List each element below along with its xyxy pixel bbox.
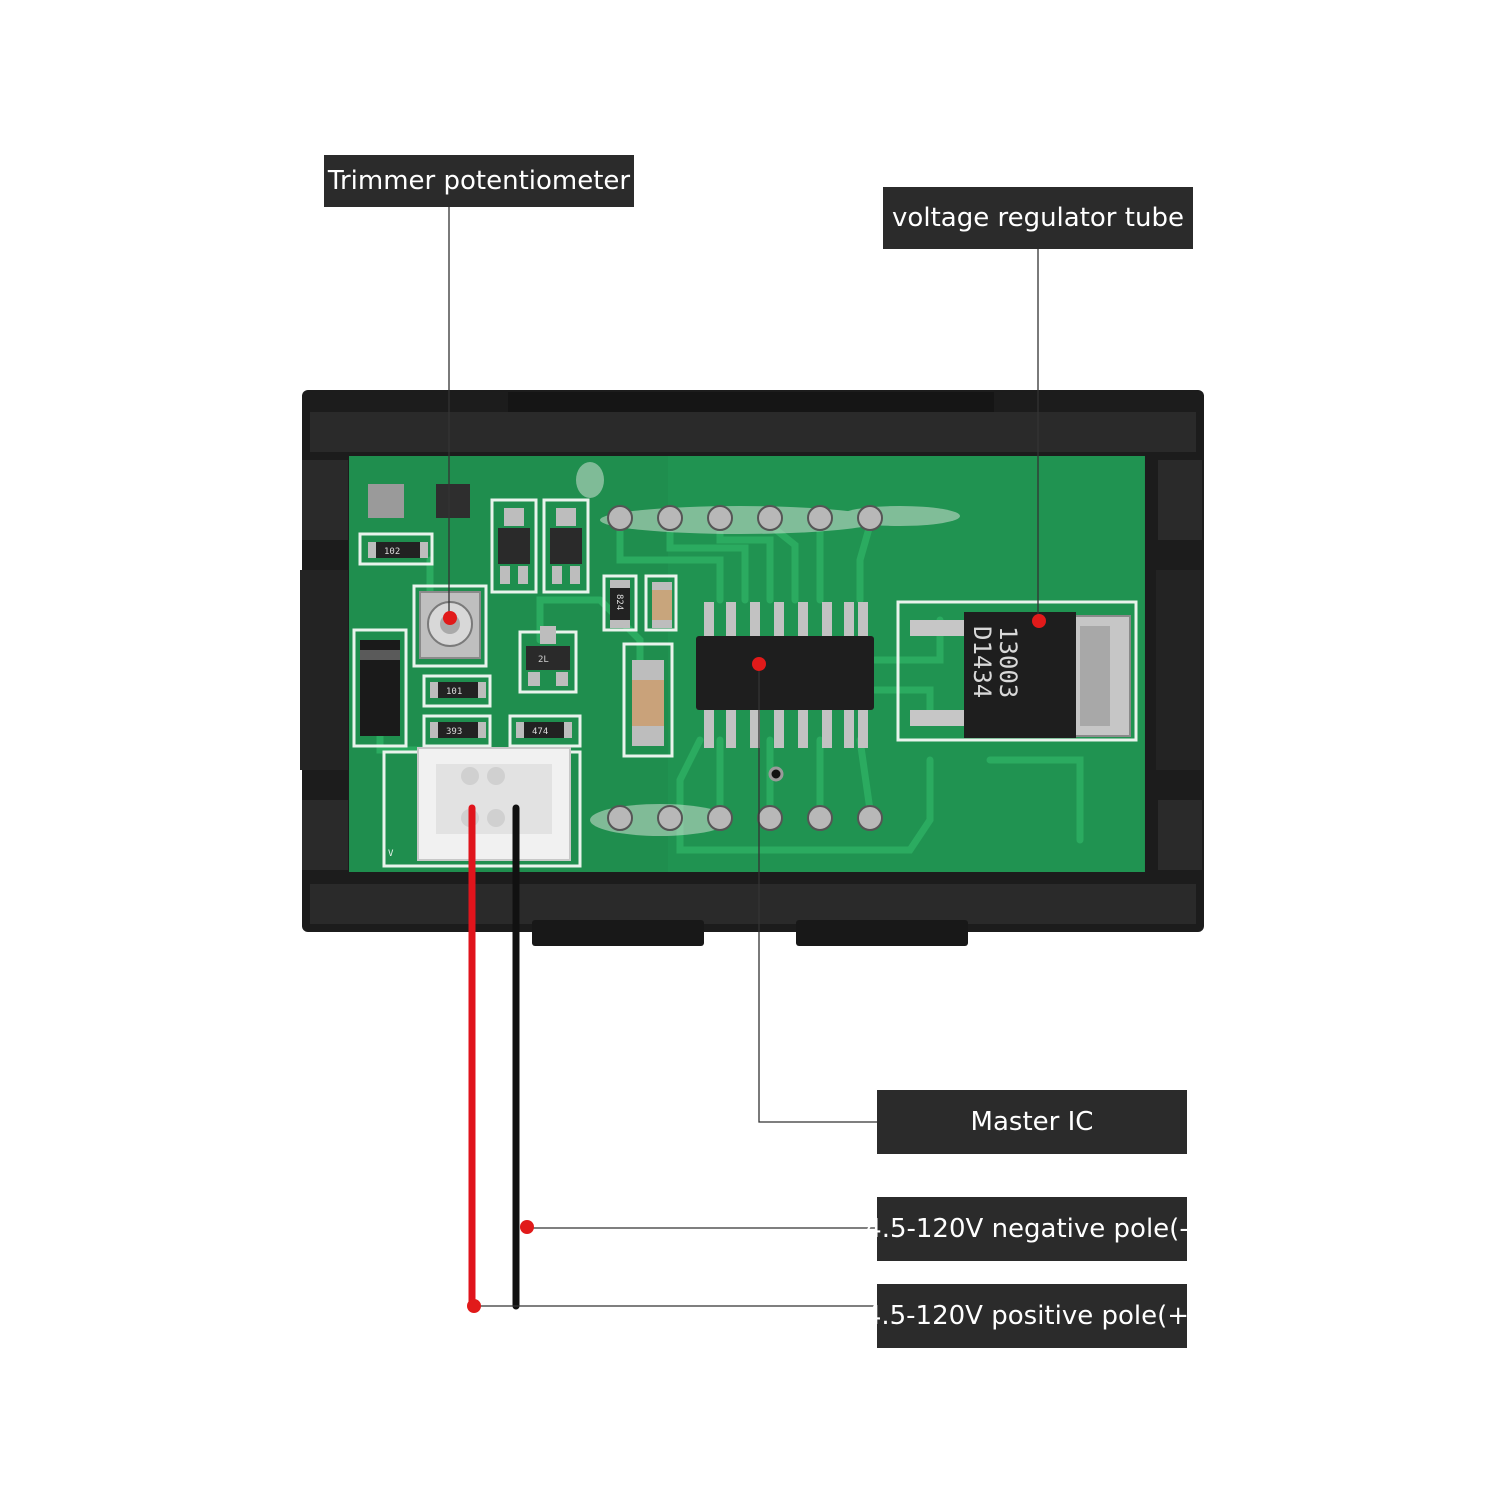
resistor-101: 101 [430, 682, 486, 698]
leader-master-ic [758, 664, 877, 1123]
tantalum-capacitor [632, 660, 664, 746]
transistor-sot-1 [498, 508, 530, 584]
resistor-393: 393 [430, 722, 486, 738]
wire-connector: V [388, 747, 571, 861]
transistor-sot-2 [550, 508, 582, 584]
resistor-474-code: 474 [532, 727, 548, 737]
smd-capacitor [652, 582, 672, 628]
label-negative-text: 4.5-120V negative pole(-) [865, 1214, 1199, 1244]
master-ic [696, 602, 874, 748]
label-master-text: Master IC [970, 1107, 1094, 1137]
resistor-474: 474 [516, 722, 572, 738]
markers [443, 611, 1046, 1313]
marker-positive [467, 1299, 481, 1313]
connector-silk-mark: V [388, 849, 394, 859]
voltage-regulator: 13003 D1434 [910, 612, 1131, 738]
marker-master-ic [752, 657, 766, 671]
via-hole [768, 766, 784, 782]
marker-negative [520, 1220, 534, 1234]
label-positive-text: 4.5-120V positive pole(+) [864, 1301, 1200, 1331]
wires [468, 804, 520, 1312]
marker-trimmer [443, 611, 457, 625]
resistor-102-code: 102 [384, 547, 400, 557]
marker-regulator [1032, 614, 1046, 628]
regulator-marking-2: D1434 [968, 626, 996, 698]
smd-pads [368, 484, 470, 518]
header-pins-top [607, 505, 883, 531]
label-negative-pole: 4.5-120V negative pole(-) [865, 1197, 1199, 1261]
header-pins-bottom [607, 805, 883, 831]
regulator-marking-1: 13003 [994, 626, 1022, 698]
leader-lines [448, 207, 1039, 1307]
diode [360, 640, 400, 736]
resistor-824: 824 [610, 580, 630, 628]
label-positive-pole: 4.5-120V positive pole(+) [865, 1284, 1199, 1348]
transistor-2L: 2L [526, 626, 570, 686]
resistor-101-code: 101 [446, 687, 462, 697]
resistor-393-code: 393 [446, 727, 462, 737]
label-trimmer-text: Trimmer potentiometer [327, 166, 631, 196]
transistor-code: 2L [538, 655, 549, 665]
resistor-824-code: 824 [614, 594, 624, 610]
label-regulator-text: voltage regulator tube [892, 203, 1184, 233]
resistor-102: 102 [368, 542, 428, 558]
label-voltage-regulator: voltage regulator tube [883, 187, 1193, 249]
label-master-ic: Master IC [877, 1090, 1187, 1154]
label-trimmer-potentiometer: Trimmer potentiometer [324, 155, 634, 207]
